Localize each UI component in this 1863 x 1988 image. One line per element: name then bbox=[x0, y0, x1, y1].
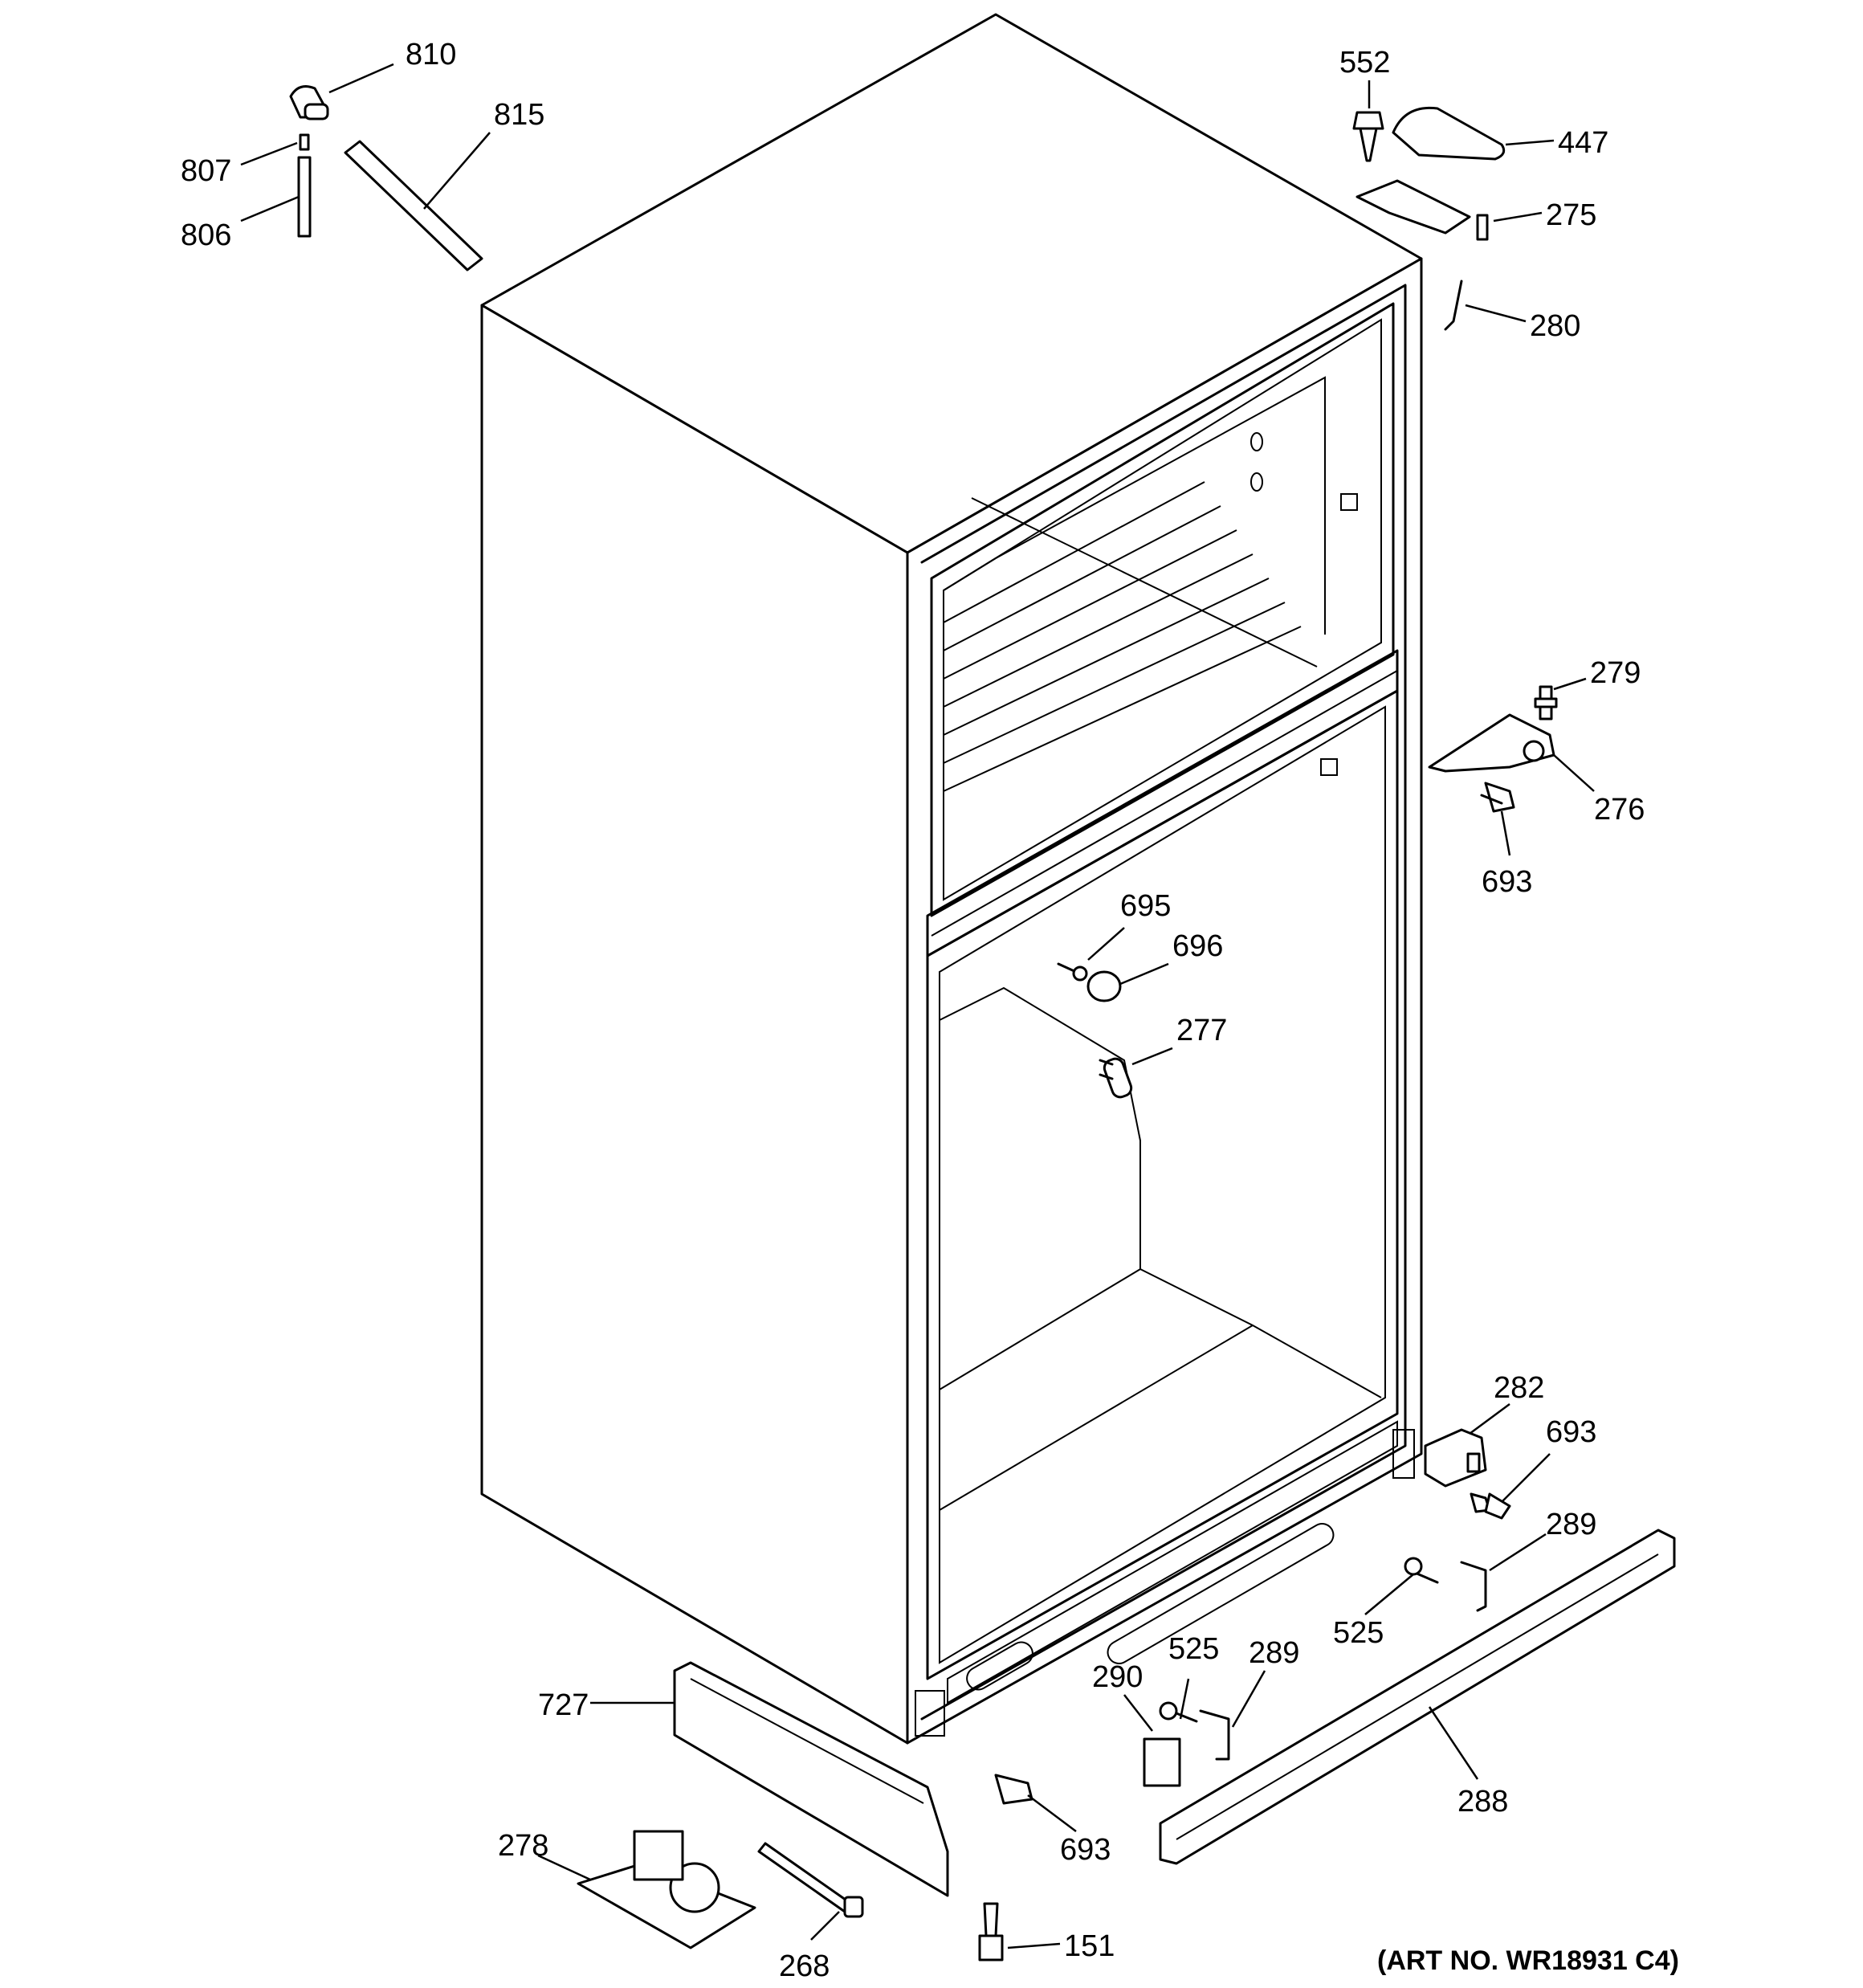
part-552-screw bbox=[1352, 111, 1384, 162]
label-815: 815 bbox=[494, 98, 544, 132]
label-280: 280 bbox=[1530, 309, 1580, 343]
part-727-kick-plate bbox=[673, 1661, 949, 1897]
art-number: (ART NO. WR18931 C4) bbox=[1377, 1945, 1679, 1976]
part-275-top-hinge bbox=[1355, 179, 1489, 241]
part-810-elbow bbox=[289, 85, 329, 120]
label-290: 290 bbox=[1092, 1660, 1143, 1694]
label-151: 151 bbox=[1064, 1929, 1115, 1963]
part-labels: 810 815 807 806 552 447 275 280 279 276 … bbox=[181, 38, 1645, 1983]
label-288: 288 bbox=[1457, 1785, 1508, 1819]
label-278: 278 bbox=[498, 1829, 548, 1863]
part-290-block bbox=[1143, 1737, 1181, 1787]
part-268-rod bbox=[757, 1842, 864, 1918]
part-696-plug bbox=[1086, 970, 1122, 1002]
part-289-clip-left bbox=[1199, 1709, 1230, 1761]
part-277-shelf-support bbox=[1099, 1057, 1133, 1099]
part-525-screw-left bbox=[1159, 1701, 1198, 1723]
label-289-right: 289 bbox=[1546, 1508, 1596, 1541]
label-525-left: 525 bbox=[1168, 1632, 1219, 1666]
label-277: 277 bbox=[1176, 1014, 1227, 1047]
label-806: 806 bbox=[181, 218, 231, 252]
part-282-bottom-hinge bbox=[1424, 1428, 1487, 1488]
label-525-right: 525 bbox=[1333, 1616, 1384, 1650]
part-447-hinge-cover bbox=[1392, 106, 1506, 161]
label-279: 279 bbox=[1590, 656, 1641, 690]
part-289-clip-right bbox=[1460, 1561, 1487, 1612]
part-288-grille bbox=[1159, 1529, 1676, 1865]
label-696: 696 bbox=[1172, 929, 1223, 963]
part-693-screw-hinge bbox=[1470, 1492, 1511, 1520]
refrigerator-cabinet bbox=[480, 13, 1423, 1745]
part-276-center-hinge bbox=[1428, 713, 1555, 773]
part-151-screw bbox=[978, 1902, 1004, 1961]
label-807: 807 bbox=[181, 154, 231, 188]
freezer-coils bbox=[943, 481, 1318, 792]
part-280-shim bbox=[1444, 280, 1463, 331]
label-552: 552 bbox=[1339, 46, 1390, 80]
label-693-bottom: 693 bbox=[1060, 1833, 1111, 1867]
label-268: 268 bbox=[779, 1949, 830, 1983]
part-279-pin bbox=[1534, 685, 1558, 720]
label-275: 275 bbox=[1546, 198, 1596, 232]
part-806-807-tube bbox=[297, 133, 312, 238]
label-289-left: 289 bbox=[1249, 1636, 1299, 1670]
label-693-center: 693 bbox=[1482, 865, 1532, 899]
leader-lines bbox=[240, 63, 1595, 1949]
part-525-screw-right bbox=[1404, 1557, 1439, 1584]
label-447: 447 bbox=[1558, 126, 1608, 160]
label-282: 282 bbox=[1494, 1371, 1544, 1405]
part-695-screw bbox=[1057, 962, 1088, 982]
part-278-roller bbox=[577, 1830, 756, 1949]
label-693-hinge: 693 bbox=[1546, 1415, 1596, 1449]
label-695: 695 bbox=[1120, 889, 1171, 923]
label-276: 276 bbox=[1594, 793, 1645, 827]
label-810: 810 bbox=[406, 38, 456, 71]
part-815-tube bbox=[344, 140, 483, 271]
part-693-screw-center bbox=[1480, 782, 1515, 813]
label-727: 727 bbox=[538, 1688, 589, 1722]
part-693-screw-bottom bbox=[994, 1774, 1033, 1805]
